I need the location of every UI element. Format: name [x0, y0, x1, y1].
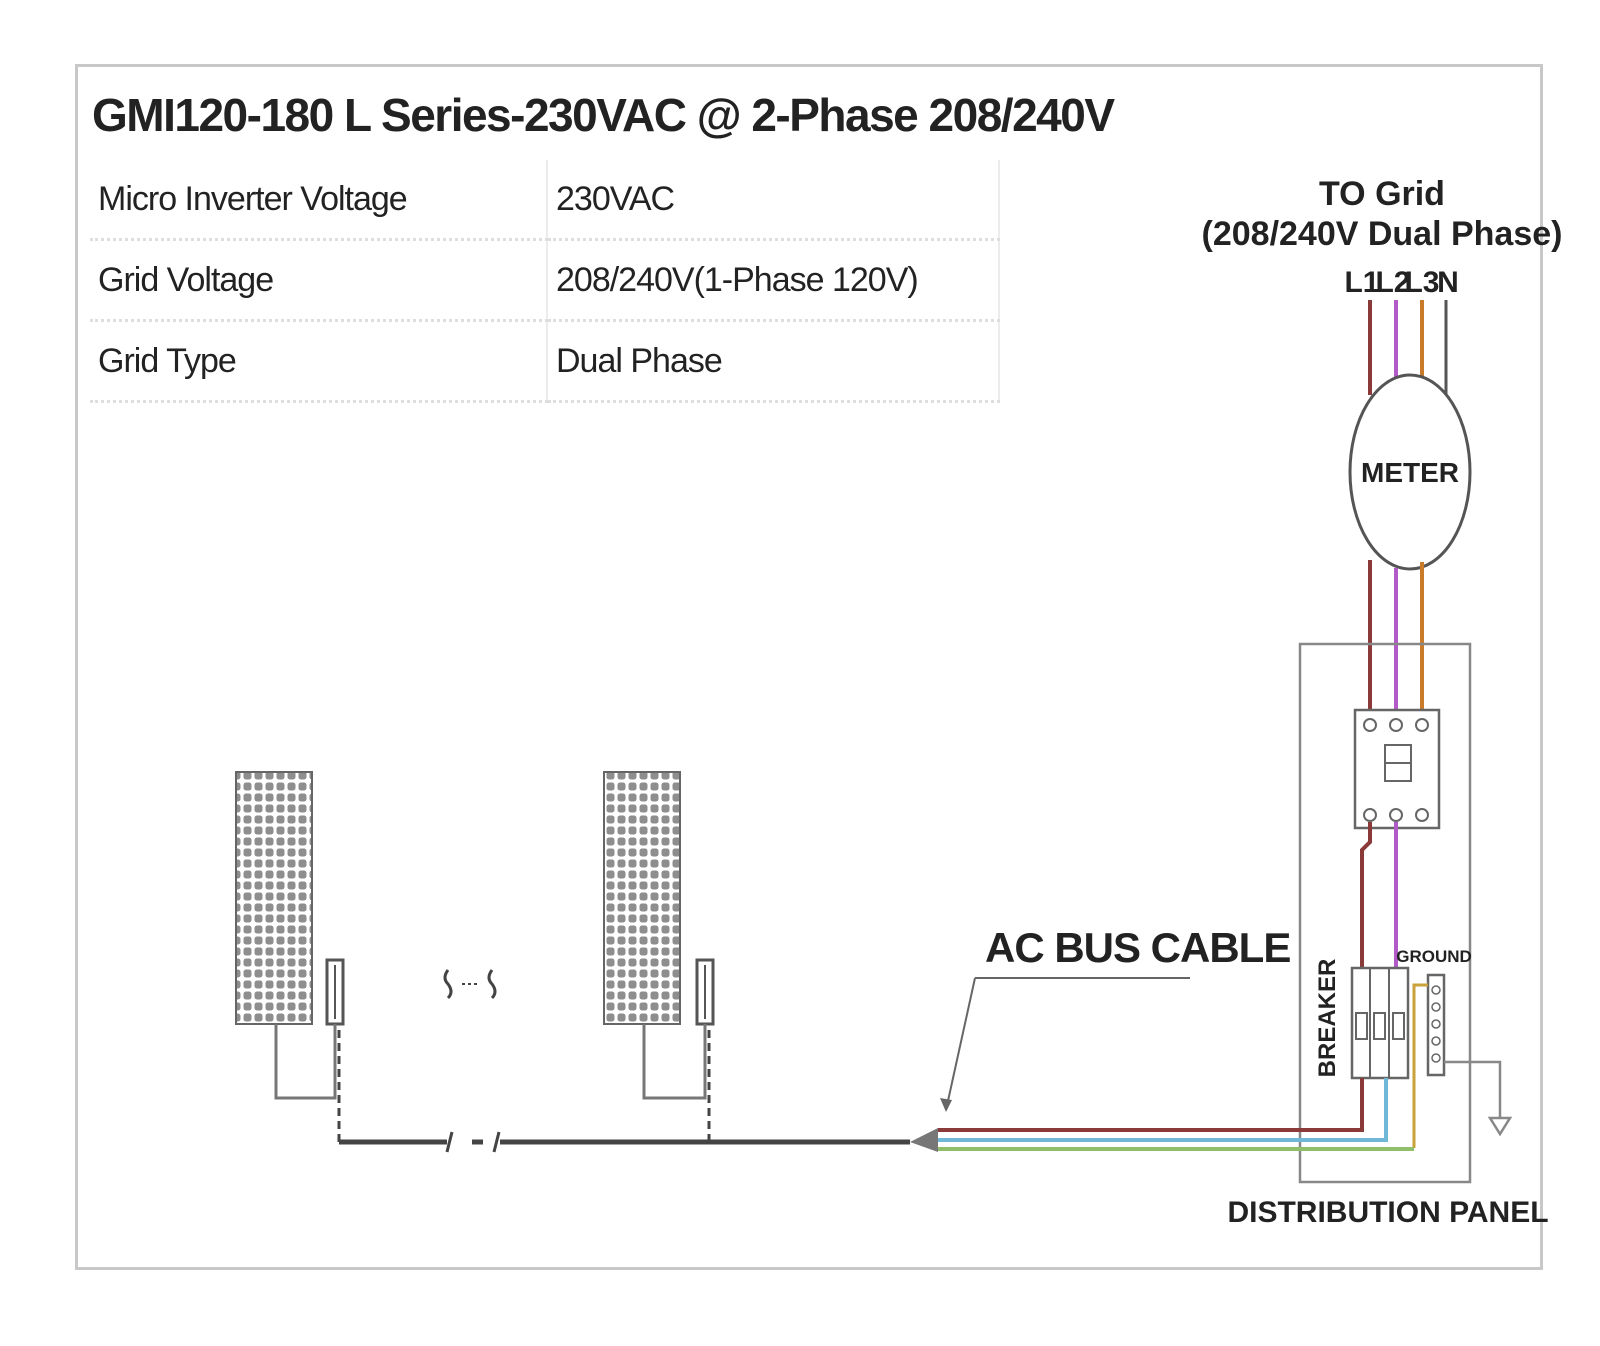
ellipsis-wave-icon: [487, 969, 497, 1000]
ground-screw: [1431, 985, 1441, 995]
phase-label-l3: L3: [1404, 266, 1439, 299]
ellipsis-wave-icon: [443, 969, 453, 1000]
spec-value: 230VAC: [547, 160, 1000, 241]
solar-panel: [603, 771, 681, 1025]
spec-value: 208/240V(1-Phase 120V): [547, 239, 1000, 322]
switch-terminal: [1415, 718, 1429, 732]
spec-table: Micro Inverter Voltage 230VAC Grid Volta…: [90, 160, 1000, 403]
ground-screw: [1431, 1002, 1441, 1012]
wire-neutral-ground: [1412, 983, 1428, 1148]
switch-terminal: [1363, 808, 1377, 822]
phase-label-l2: L2: [1375, 266, 1410, 299]
ac-bus-label: AC BUS CABLE: [985, 924, 1290, 971]
switch-terminal: [1363, 718, 1377, 732]
spec-row: Grid Voltage 208/240V(1-Phase 120V): [90, 239, 1000, 322]
ground-label: GROUND: [1396, 947, 1472, 966]
breaker-toggle: [1355, 1012, 1368, 1040]
spec-row: Grid Type Dual Phase: [90, 320, 1000, 403]
bus-cable-splitter: [910, 1128, 938, 1152]
bus-break-icon: [492, 1131, 501, 1153]
switch-terminal: [1389, 718, 1403, 732]
solar-panel: [235, 771, 313, 1025]
spec-row: Micro Inverter Voltage 230VAC: [90, 160, 1000, 241]
meter: [1348, 373, 1472, 571]
breaker-label: BREAKER: [1314, 959, 1341, 1078]
panel-dc-cable: [642, 1024, 707, 1100]
bus-break-icon: [445, 1131, 454, 1153]
phase-label-n: N: [1437, 266, 1459, 299]
diagram-frame: [75, 64, 1543, 1270]
ground-screw: [1431, 1019, 1441, 1029]
panel-label: DISTRIBUTION PANEL: [1227, 1196, 1548, 1229]
ground-screw: [1431, 1053, 1441, 1063]
spec-label: Grid Type: [90, 320, 548, 403]
spec-value: Dual Phase: [547, 320, 1000, 403]
ground-screw: [1431, 1036, 1441, 1046]
grid-label: TO Grid: [1319, 175, 1445, 213]
panel-dc-cable: [274, 1024, 337, 1100]
grid-sublabel: (208/240V Dual Phase): [1202, 215, 1563, 253]
diagram-title: GMI120-180 L Series-230VAC @ 2-Phase 208…: [92, 89, 1115, 141]
ac-bus-leader: [945, 977, 976, 1111]
ground-wire: [1444, 1060, 1502, 1118]
meter-label: METER: [1361, 457, 1459, 488]
spec-label: Grid Voltage: [90, 239, 548, 322]
distribution-panel: [1298, 642, 1472, 1184]
phase-label-l1: L1: [1344, 266, 1379, 299]
wire-l1-breaker: [1360, 822, 1372, 968]
breaker-toggle: [1373, 1012, 1386, 1040]
ground-symbol-icon: [1487, 1116, 1513, 1137]
spec-label: Micro Inverter Voltage: [90, 160, 548, 241]
breaker-toggle: [1392, 1012, 1405, 1040]
ground-bar: [1426, 973, 1446, 1077]
wire-bus-l1: [938, 1078, 1364, 1132]
switch-terminal: [1415, 808, 1429, 822]
wire-bus-l2: [938, 1078, 1388, 1142]
ac-bus-arrow-icon: [940, 1098, 952, 1112]
switch-terminal: [1389, 808, 1403, 822]
breaker: [1350, 966, 1410, 1080]
